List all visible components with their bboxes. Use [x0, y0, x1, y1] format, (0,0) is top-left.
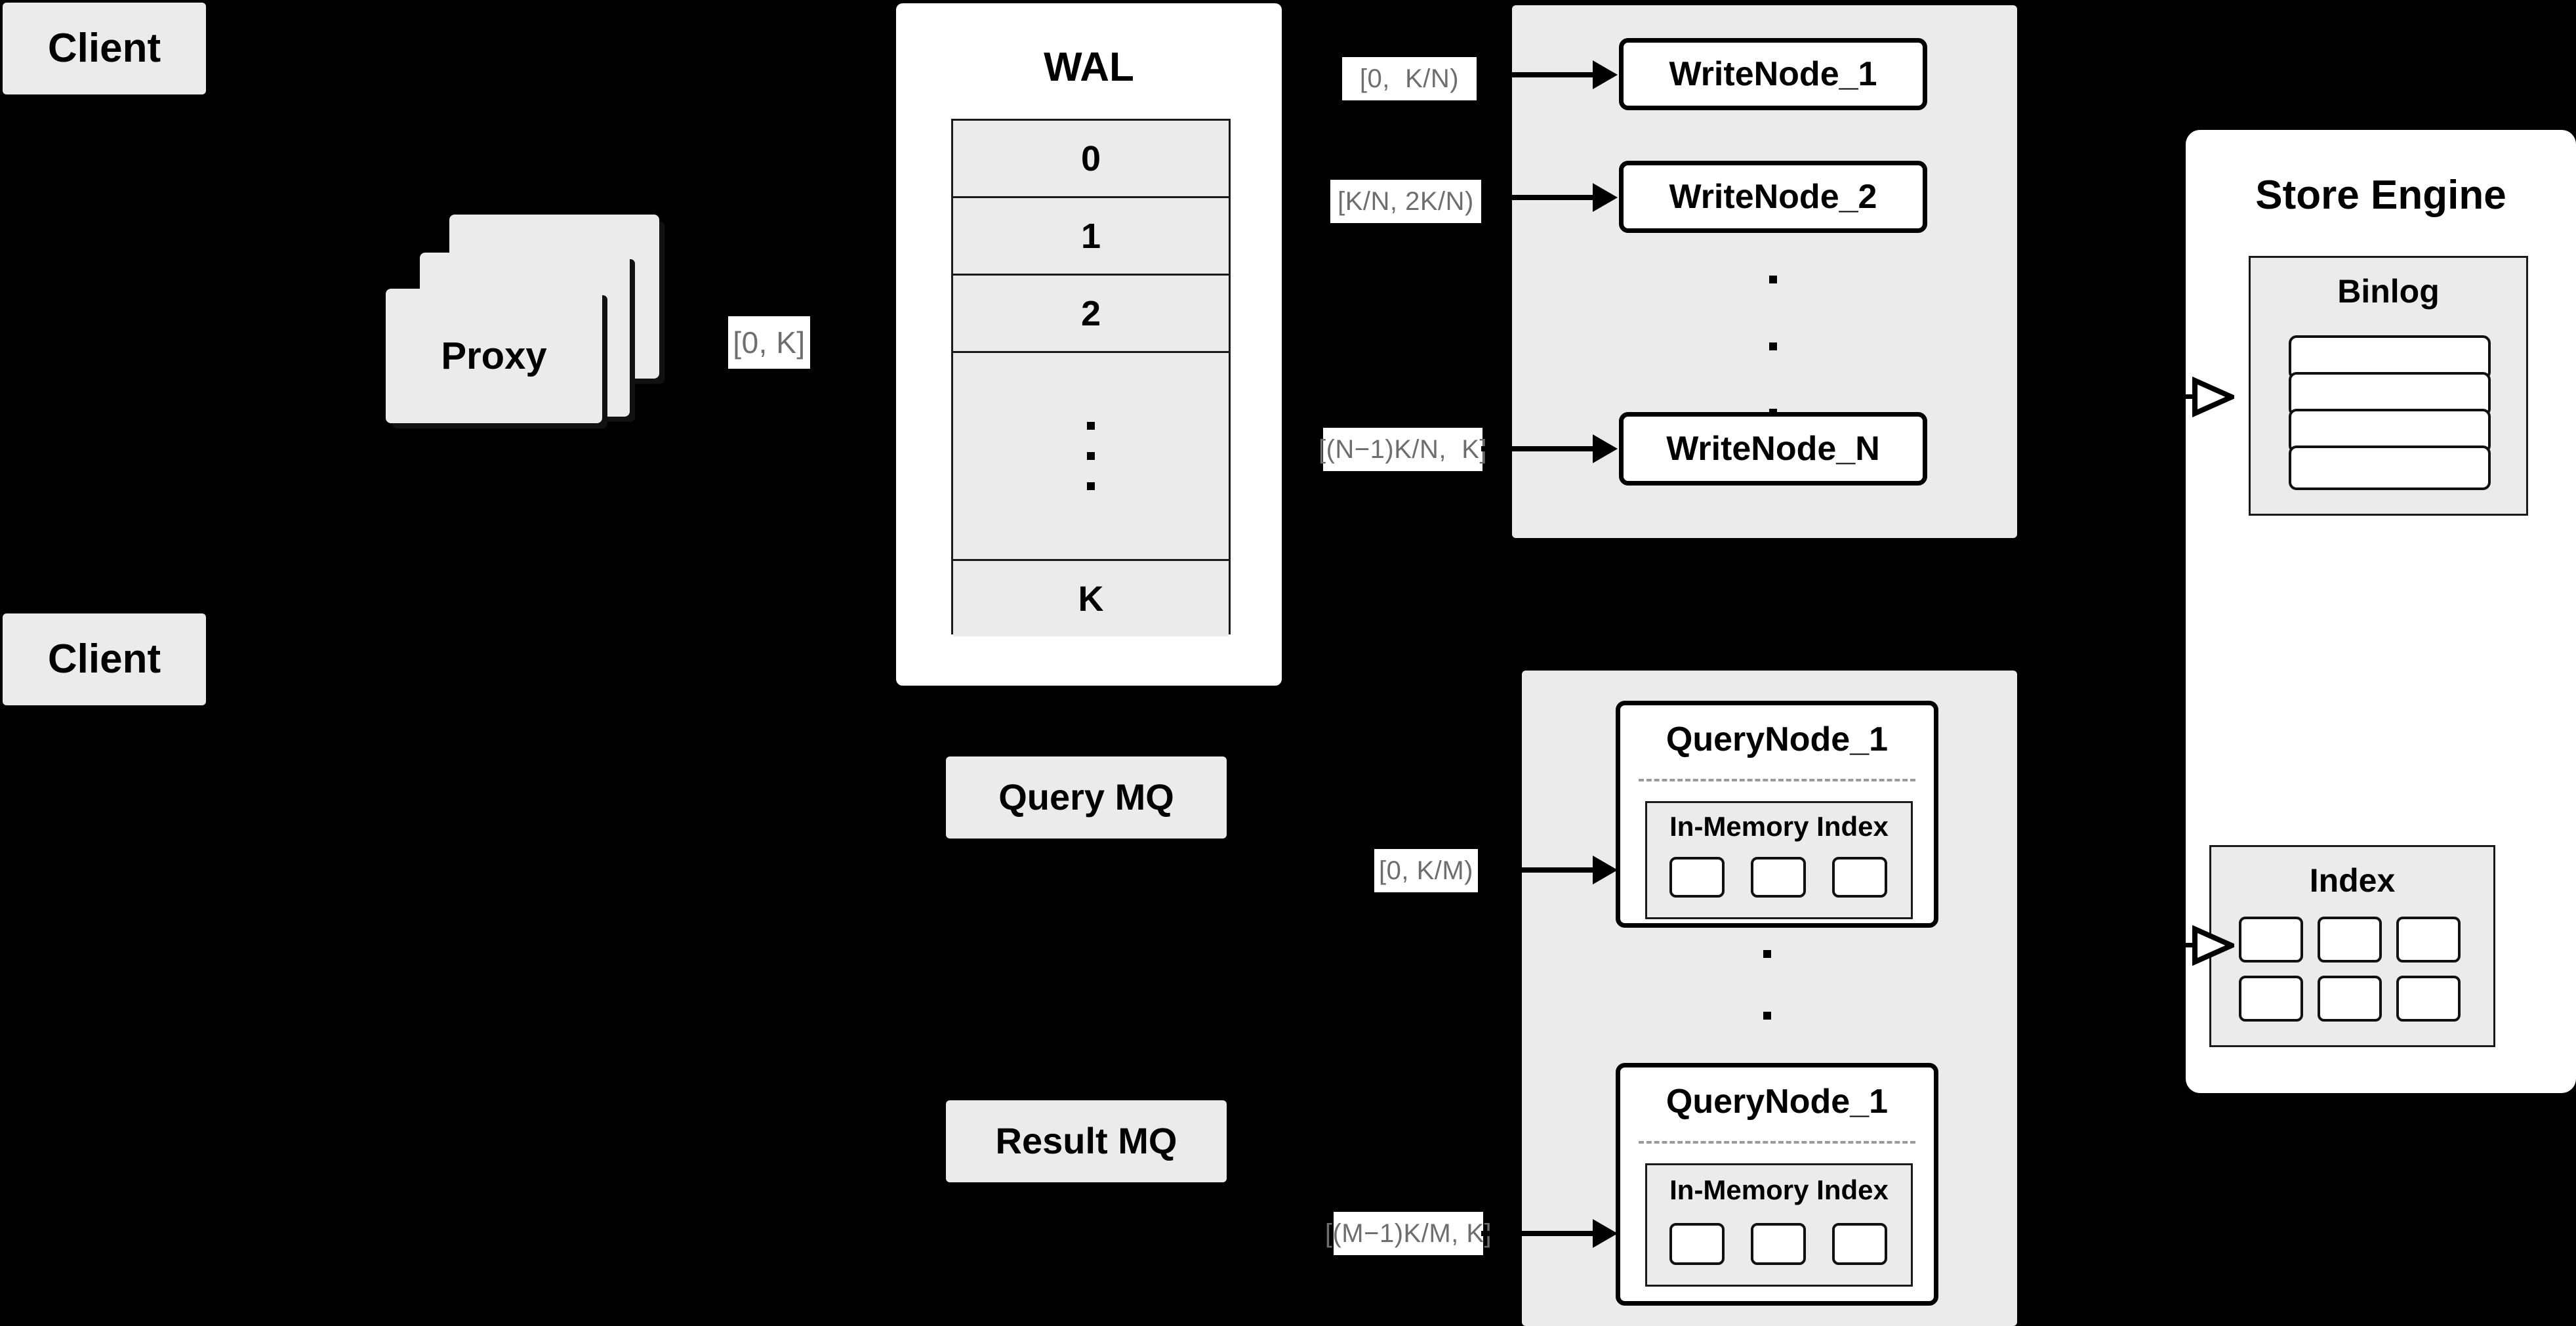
ellipsis-dot — [1763, 950, 1771, 958]
index-cell[interactable] — [2318, 917, 2382, 963]
wal-title: WAL — [1044, 45, 1134, 90]
binlog-panel: Binlog — [2249, 256, 2528, 516]
index-cell[interactable] — [1832, 857, 1887, 898]
store-engine-panel: Store Engine Binlog Index — [2186, 130, 2576, 1093]
arrow-head-querynode-2 — [1593, 1219, 1618, 1248]
index-cell[interactable] — [1669, 1223, 1725, 1265]
binlog-row[interactable] — [2289, 445, 2491, 490]
client-label-1: Client — [47, 26, 161, 72]
wal-row-k[interactable]: K — [953, 561, 1229, 636]
write-node-2-range-label: [K/N, 2K/N) — [1330, 180, 1481, 223]
arrow-shaft-writenode-2 — [1481, 195, 1594, 200]
query-node-1-index-title: In-Memory Index — [1669, 811, 1889, 842]
index-cell[interactable] — [2396, 917, 2461, 963]
query-node-2-range-label: [(M−1)K/M, K] — [1325, 1212, 1492, 1255]
arrow-head-writenode-2 — [1593, 183, 1618, 212]
index-panel: Index — [2209, 845, 2495, 1047]
ellipsis-dot — [1087, 422, 1095, 430]
store-engine-title: Store Engine — [2255, 173, 2506, 218]
arrow-shaft-writenode-1 — [1481, 72, 1594, 77]
index-cell[interactable] — [2396, 976, 2461, 1022]
wal-row-1[interactable]: 1 — [953, 198, 1229, 276]
arrow-head-index — [2192, 925, 2234, 966]
query-node-2-title: QueryNode_1 — [1666, 1083, 1889, 1121]
index-title: Index — [2309, 862, 2396, 899]
wal-row-ellipsis — [953, 353, 1229, 561]
wal-table: 0 1 2 K — [951, 119, 1231, 636]
proxy-card-front[interactable]: Proxy — [386, 289, 602, 423]
wal-row-2[interactable]: 2 — [953, 276, 1229, 353]
index-cell[interactable] — [1751, 857, 1806, 898]
query-node-1-separator — [1639, 779, 1915, 781]
query-node-1[interactable]: QueryNode_1 In-Memory Index — [1616, 701, 1938, 928]
query-mq-box[interactable]: Query MQ — [946, 756, 1227, 839]
arrow-shaft-binlog — [2152, 394, 2199, 399]
write-node-2[interactable]: WriteNode_2 — [1619, 161, 1927, 233]
query-node-1-title: QueryNode_1 — [1666, 720, 1889, 758]
arrow-head-writenode-1 — [1593, 60, 1618, 89]
proxy-range-label: [0, K] — [728, 316, 810, 369]
arrow-shaft-index — [2152, 943, 2199, 947]
query-node-2-separator — [1639, 1141, 1915, 1144]
client-box-1[interactable]: Client — [3, 3, 206, 94]
proxy-label: Proxy — [441, 335, 547, 377]
ellipsis-dot — [1769, 342, 1777, 350]
write-node-1-range-label: [0, K/N) — [1342, 57, 1477, 100]
query-node-2[interactable]: QueryNode_1 In-Memory Index — [1616, 1063, 1938, 1306]
query-group-ellipsis — [1763, 950, 1772, 1081]
wal-row-0[interactable]: 0 — [953, 121, 1229, 198]
write-node-1[interactable]: WriteNode_1 — [1619, 38, 1927, 110]
index-cell[interactable] — [1832, 1223, 1887, 1265]
ellipsis-dot — [1769, 276, 1777, 283]
arrow-head-writenode-n — [1593, 434, 1618, 463]
index-cell[interactable] — [2239, 917, 2303, 963]
query-node-1-inmemory-index: In-Memory Index — [1645, 801, 1913, 919]
arrow-shaft-writenode-n — [1481, 446, 1594, 451]
index-cell[interactable] — [1669, 857, 1725, 898]
ellipsis-dot — [1087, 482, 1095, 490]
index-cell[interactable] — [2239, 976, 2303, 1022]
client-box-2[interactable]: Client — [3, 613, 206, 705]
write-node-n[interactable]: WriteNode_N — [1619, 412, 1927, 486]
query-node-2-index-title: In-Memory Index — [1669, 1174, 1889, 1205]
arrow-shaft-querynode-1 — [1481, 867, 1594, 873]
binlog-title: Binlog — [2337, 273, 2440, 310]
client-label-2: Client — [47, 636, 161, 682]
write-group-ellipsis — [1768, 276, 1778, 417]
ellipsis-dot — [1763, 1012, 1771, 1020]
query-node-2-inmemory-index: In-Memory Index — [1645, 1163, 1913, 1287]
index-cell[interactable] — [2318, 976, 2382, 1022]
arrow-head-querynode-1 — [1593, 856, 1618, 884]
arrow-head-binlog — [2192, 377, 2234, 417]
result-mq-box[interactable]: Result MQ — [946, 1100, 1227, 1182]
query-node-1-range-label: [0, K/M) — [1374, 849, 1478, 892]
wal-panel: WAL 0 1 2 K — [896, 3, 1282, 686]
arrow-shaft-querynode-2 — [1481, 1231, 1594, 1236]
write-node-n-range-label: [(N−1)K/N, K] — [1319, 428, 1487, 471]
index-cell[interactable] — [1751, 1223, 1806, 1265]
ellipsis-dot — [1087, 452, 1095, 460]
